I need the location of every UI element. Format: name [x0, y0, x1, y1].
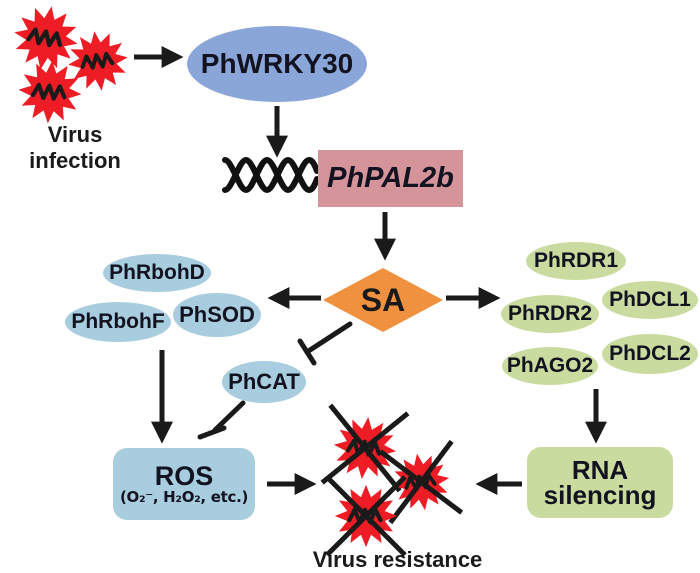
node-phpal2b: PhPAL2b [318, 150, 463, 207]
inhibition-phcat-to-ros-bar [197, 425, 227, 440]
dna-helix-icon [222, 156, 320, 194]
node-ros: ROS (O₂⁻, H₂O₂, etc.) [113, 448, 255, 520]
rna-silencing-line1: RNA [571, 454, 629, 485]
node-phrdr1: PhRDR1 [526, 242, 626, 280]
node-phrdr2: PhRDR2 [501, 295, 599, 333]
node-phdcl1: PhDCL1 [602, 281, 698, 319]
virus-infection-label: Virus infection [29, 122, 121, 173]
virus-infection-cluster [9, 1, 134, 126]
inhibition-phcat-to-ros [212, 400, 246, 433]
crossed-virus-icon [325, 475, 407, 557]
inhibition-sa-to-phcat-bar [297, 338, 317, 366]
ros-title: ROS [154, 460, 214, 491]
node-phwrky30: PhWRKY30 [187, 26, 367, 102]
node-phrbohd: PhRbohD [103, 254, 211, 292]
crossed-virus-icon [320, 403, 410, 493]
node-phrbohf: PhRbohF [65, 302, 171, 342]
node-phcat: PhCAT [222, 361, 306, 403]
virus-icon [62, 25, 134, 97]
virus-icon [16, 58, 83, 125]
node-rna-silencing: RNA silencing [527, 447, 673, 518]
ros-formula: (O₂⁻, H₂O₂, etc.) [119, 488, 249, 507]
virus-resistance-label: Virus resistance [312, 547, 483, 572]
rna-silencing-line2: silencing [543, 479, 657, 510]
node-phdcl2: PhDCL2 [602, 334, 698, 374]
inhibition-sa-to-phcat [304, 321, 353, 355]
node-phago2: PhAGO2 [502, 347, 598, 385]
sa-label: SA [360, 281, 406, 318]
crossed-virus-icon [378, 439, 464, 525]
sa-diamond [323, 268, 443, 332]
node-phsod: PhSOD [173, 293, 261, 337]
virus-resistance-cluster [320, 403, 464, 557]
